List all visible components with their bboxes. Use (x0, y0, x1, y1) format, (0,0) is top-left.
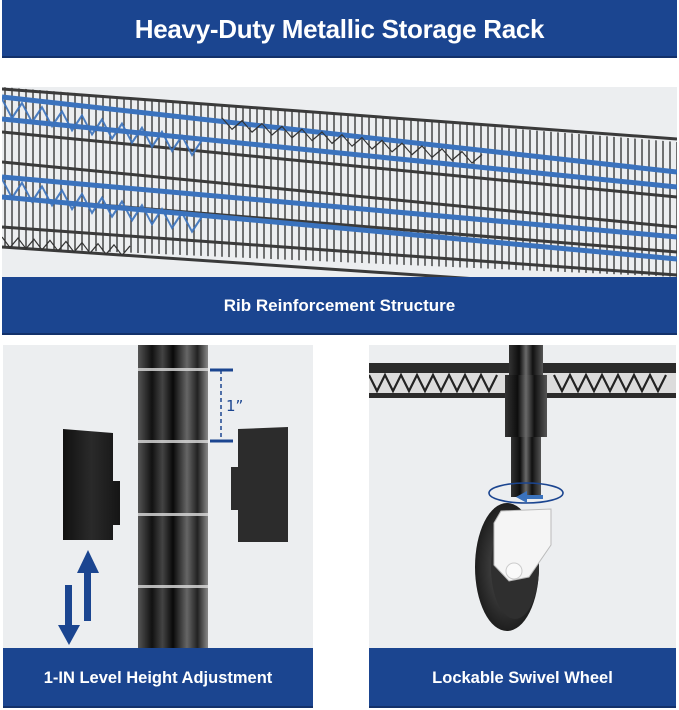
rib-caption: Rib Reinforcement Structure (223, 296, 456, 315)
page-title: Heavy-Duty Metallic Storage Rack (134, 13, 545, 44)
swivel-wheel-caption: Lockable Swivel Wheel (432, 668, 613, 687)
rib-caption-banner: Rib Reinforcement Structure (2, 277, 677, 335)
height-adjustment-image: 1” (3, 345, 313, 648)
adjust-arrows (58, 550, 99, 645)
dimension-marker (210, 368, 233, 443)
swivel-wheel-caption-banner: Lockable Swivel Wheel (369, 648, 676, 708)
right-sleeve-clip (231, 427, 288, 542)
height-adjustment-caption: 1-IN Level Height Adjustment (43, 668, 273, 687)
left-sleeve-clip (63, 429, 120, 540)
down-arrow-icon (58, 585, 80, 645)
swivel-wheel-image (369, 345, 676, 648)
height-adjustment-caption-banner: 1-IN Level Height Adjustment (3, 648, 313, 708)
pole (138, 345, 208, 648)
sleeve (505, 375, 547, 437)
title-banner: Heavy-Duty Metallic Storage Rack (2, 0, 677, 58)
rib-structure-image (2, 87, 677, 277)
up-arrow-icon (77, 550, 99, 621)
dimension-label: 1” (226, 397, 243, 415)
wire-shelf-illustration (2, 87, 677, 277)
caster-illustration (369, 345, 676, 631)
pole-and-clips-illustration: 1” (58, 345, 288, 648)
rotate-arrow-icon (488, 482, 564, 504)
